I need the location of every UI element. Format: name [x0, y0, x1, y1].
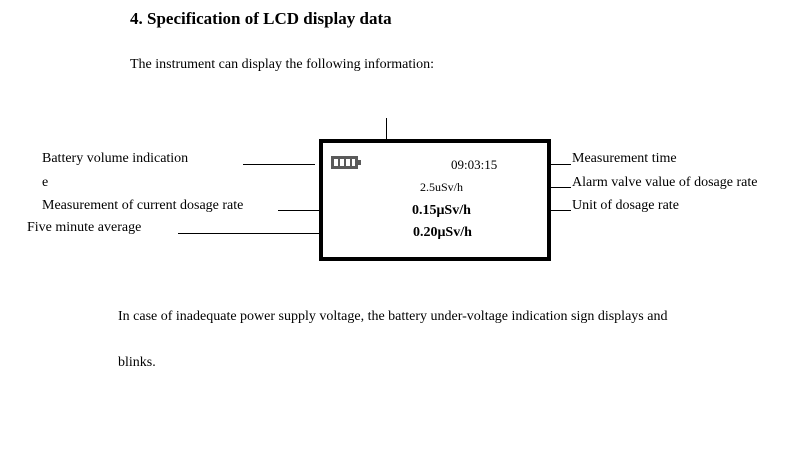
- lcd-current-dosage-rate: 0.15μSv/h: [412, 203, 471, 218]
- leader-line-alarm: [533, 187, 571, 188]
- paragraph-line-2: blinks.: [118, 355, 156, 370]
- lcd-average-dosage-rate: 0.20μSv/h: [413, 225, 472, 240]
- intro-text: The instrument can display the following…: [130, 57, 435, 72]
- lcd-alarm-value: 2.5uSv/h: [420, 180, 464, 194]
- label-dosage-unit: Unit of dosage rate: [572, 198, 679, 213]
- battery-full-icon: [331, 156, 361, 174]
- leader-line-top: [386, 118, 387, 142]
- label-battery-indication: Battery volume indication: [42, 151, 189, 166]
- paragraph-line-1: In case of inadequate power supply volta…: [118, 309, 668, 324]
- label-fragment: e: [42, 175, 49, 190]
- leader-line-battery: [243, 164, 315, 165]
- label-current-dosage-rate: Measurement of current dosage rate: [42, 198, 244, 213]
- label-five-minute-average: Five minute average: [27, 220, 142, 235]
- lcd-measurement-time: 09:03:15: [451, 157, 498, 172]
- lcd-screen: 09:03:15 2.5uSv/h 0.15μSv/h 0.20μSv/h: [319, 139, 551, 261]
- label-alarm-value: Alarm valve value of dosage rate: [572, 175, 758, 190]
- section-heading: 4. Specification of LCD display data: [130, 9, 392, 28]
- label-measurement-time: Measurement time: [572, 151, 677, 166]
- leader-line-time: [533, 164, 571, 165]
- leader-line-average: [178, 233, 380, 234]
